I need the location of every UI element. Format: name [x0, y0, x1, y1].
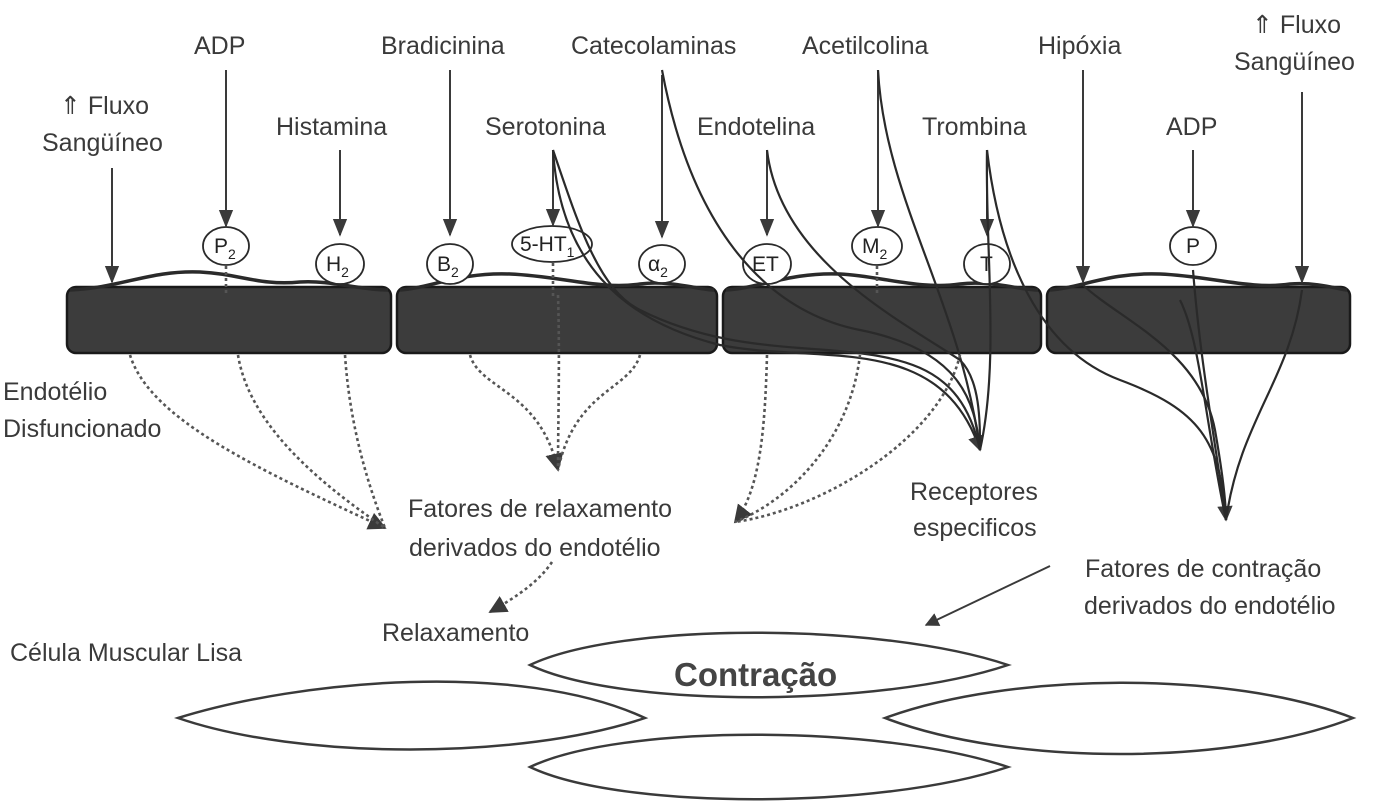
label-acetilcolina: Acetilcolina	[802, 32, 929, 60]
label-endotelio-line2: Disfuncionado	[3, 415, 161, 443]
label-trombina: Trombina	[922, 113, 1027, 141]
label-relax-factors-line1: Fatores de relaxamento	[408, 495, 672, 523]
label-fluxo-left-line2: Sangüíneo	[42, 129, 163, 157]
label-contraction-factors-line1: Fatores de contração	[1085, 555, 1321, 583]
label-celula-muscular-lisa: Célula Muscular Lisa	[10, 639, 242, 667]
arrow-to-contraction	[926, 566, 1050, 625]
receptor-p2: P2	[203, 227, 249, 265]
svg-text:P: P	[1186, 235, 1200, 258]
receptor-p: P	[1170, 227, 1216, 265]
label-contraction-factors-line2: derivados do endotélio	[1084, 592, 1336, 620]
label-hipoxia: Hipóxia	[1038, 32, 1121, 60]
endothelial-cell-1	[67, 287, 391, 353]
label-bradicinina: Bradicinina	[381, 32, 505, 60]
receptors: P2 H2 B2 5-HT1 α2 ET M2 T	[203, 226, 1216, 284]
label-receptores-line2: especificos	[913, 514, 1037, 542]
label-receptores-line1: Receptores	[910, 478, 1038, 506]
label-relaxamento: Relaxamento	[382, 619, 529, 647]
label-relax-factors-line2: derivados do endotélio	[409, 534, 661, 562]
receptor-alpha2: α2	[639, 245, 685, 283]
muscle-cell-right	[885, 683, 1353, 754]
label-adp-left: ADP	[194, 32, 245, 60]
label-histamina: Histamina	[276, 113, 387, 141]
receptor-t: T	[964, 244, 1010, 284]
label-adp-right: ADP	[1166, 113, 1217, 141]
label-fluxo-left-line1: ⇑ Fluxo	[60, 92, 149, 120]
endothelial-cell-3	[723, 287, 1041, 353]
label-contracao: Contração	[674, 656, 837, 693]
label-serotonina: Serotonina	[485, 113, 606, 141]
muscle-cell-left	[178, 682, 645, 750]
top-labels: ⇑ Fluxo Sangüíneo ADP Histamina Bradicin…	[42, 11, 1355, 157]
label-fluxo-right-line1: ⇑ Fluxo	[1252, 11, 1341, 39]
svg-text:5-HT1: 5-HT1	[520, 233, 575, 260]
label-fluxo-right-line2: Sangüíneo	[1234, 48, 1355, 76]
receptor-et: ET	[743, 244, 791, 284]
label-endotelio-line1: Endotélio	[3, 378, 107, 406]
receptor-h2: H2	[316, 244, 364, 284]
receptor-m2: M2	[852, 227, 902, 265]
label-catecolaminas: Catecolaminas	[571, 32, 736, 60]
receptor-5ht1: 5-HT1	[512, 226, 592, 262]
receptor-b2: B2	[427, 244, 473, 284]
agonist-arrows	[112, 70, 1302, 282]
label-endotelina: Endotelina	[697, 113, 815, 141]
muscle-cell-bottom	[530, 735, 1008, 800]
svg-text:T: T	[980, 253, 993, 276]
